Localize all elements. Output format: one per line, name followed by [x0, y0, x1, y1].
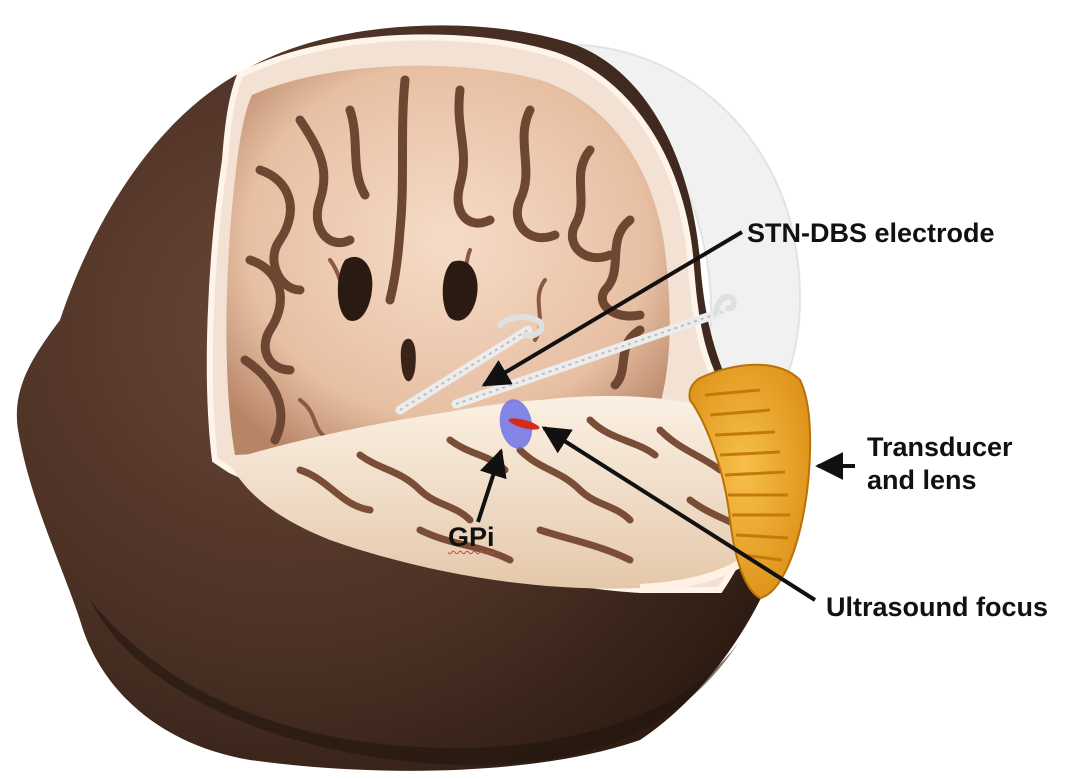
transducer-lens-texture: [704, 388, 790, 562]
right-ventricle: [442, 260, 478, 321]
dbs-electrode-right: [451, 293, 737, 409]
label-transducer-and-lens: Transducer and lens: [867, 431, 1013, 497]
label-ultrasound-focus: Ultrasound focus: [826, 592, 1049, 622]
third-ventricle: [400, 338, 416, 382]
coronal-brain-section: [226, 65, 670, 455]
dbs-electrode-left: [395, 314, 545, 415]
arrow-icon: [481, 230, 744, 387]
transducer: [688, 363, 812, 600]
left-ventricle: [337, 256, 373, 321]
label-gpi: GPi: [448, 521, 495, 554]
arrow-icon: [541, 426, 817, 602]
label-transducer-line1: Transducer: [867, 432, 1013, 462]
arrow-icon: [476, 448, 507, 523]
brain-sulci: [240, 75, 645, 445]
label-stn-dbs-electrode: STN-DBS electrode: [747, 218, 995, 248]
head-lower-shadow: [90, 600, 740, 766]
label-transducer-line2: and lens: [867, 465, 977, 495]
label-gpi-text: GPi: [448, 522, 495, 552]
ultrasound-focus-spot: [508, 418, 540, 430]
